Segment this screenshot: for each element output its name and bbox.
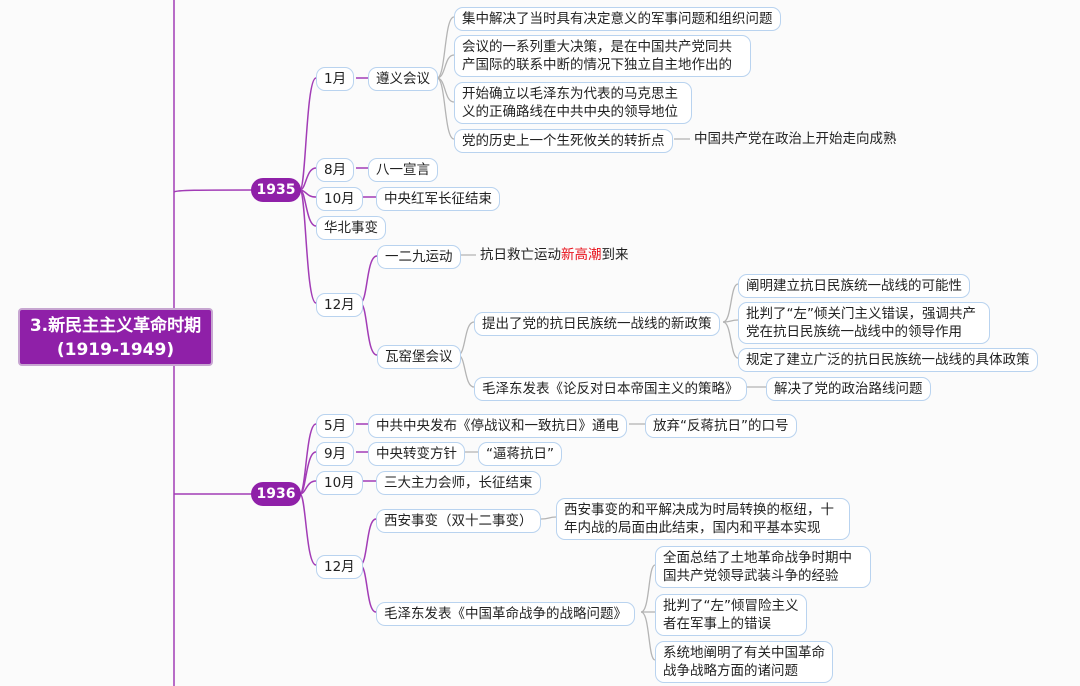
event-strategy-essay[interactable]: 毛泽东发表《中国革命战争的战略问题》	[376, 602, 635, 626]
xian-result[interactable]: 西安事变的和平解决成为时局转换的枢纽，十年内战的局面由此结束，国内和平基本实现	[556, 498, 850, 540]
dec9-result-highlight: 新高潮	[561, 247, 602, 263]
event-long-march-end[interactable]: 中央红军长征结束	[376, 187, 500, 211]
year-1935[interactable]: 1935	[251, 178, 301, 202]
event-aug1-declaration[interactable]: 八一宣言	[368, 158, 438, 182]
zunyi-point-2[interactable]: 会议的一系列重大决策，是在中国共产党同共产国际的联系中断的情况下独立自主地作出的	[454, 35, 751, 77]
dec9-result[interactable]: 抗日救亡运动新高潮到来	[478, 246, 631, 264]
main-branches	[173, 0, 378, 686]
event-dec9-movement[interactable]: 一二九运动	[377, 245, 461, 269]
zunyi-point-1[interactable]: 集中解决了当时具有决定意义的军事问题和组织问题	[454, 7, 781, 31]
dec9-result-pre: 抗日救亡运动	[480, 247, 561, 263]
essay-result[interactable]: 解决了党的政治路线问题	[766, 377, 931, 401]
policy-point-2[interactable]: 批判了“左”倾关门主义错误，强调共产党在抗日民族统一战线中的领导作用	[738, 302, 990, 344]
dec9-result-post: 到来	[601, 247, 629, 263]
month-1935-aug[interactable]: 8月	[316, 158, 355, 182]
wayaobao-essay[interactable]: 毛泽东发表《论反对日本帝国主义的策略》	[474, 377, 747, 401]
policy-point-1[interactable]: 阐明建立抗日民族统一战线的可能性	[738, 274, 970, 298]
policy-point-3[interactable]: 规定了建立广泛的抗日民族统一战线的具体政策	[738, 348, 1038, 372]
event-policy-shift[interactable]: 中央转变方针	[368, 442, 465, 466]
policy-shift-result[interactable]: “逼蒋抗日”	[478, 442, 562, 466]
event-three-armies-meet[interactable]: 三大主力会师，长征结束	[376, 471, 541, 495]
ceasefire-result[interactable]: 放弃“反蒋抗日”的口号	[645, 414, 797, 438]
root-period: (1919-1949)	[56, 340, 175, 360]
month-1935-jan[interactable]: 1月	[316, 67, 355, 91]
event-zunyi-meeting[interactable]: 遵义会议	[368, 67, 438, 91]
month-1936-sep[interactable]: 9月	[316, 442, 355, 466]
event-ceasefire-telegram[interactable]: 中共中央发布《停战议和一致抗日》通电	[368, 414, 627, 438]
month-1936-may[interactable]: 5月	[316, 414, 355, 438]
month-1935-dec[interactable]: 12月	[316, 293, 363, 317]
month-1936-dec[interactable]: 12月	[316, 555, 363, 579]
event-wayaobao-meeting[interactable]: 瓦窑堡会议	[377, 345, 461, 369]
event-huabei-incident[interactable]: 华北事变	[316, 216, 386, 240]
root-title: 3.新民主主义革命时期	[29, 316, 202, 336]
root-topic[interactable]: 3.新民主主义革命时期 (1919-1949)	[18, 308, 213, 366]
zunyi-point-4[interactable]: 党的历史上一个生死攸关的转折点	[454, 129, 673, 153]
strategy-point-1[interactable]: 全面总结了土地革命战争时期中国共产党领导武装斗争的经验	[655, 546, 871, 588]
zunyi-point-3[interactable]: 开始确立以毛泽东为代表的马克思主义的正确路线在中共中央的领导地位	[454, 82, 692, 124]
strategy-point-3[interactable]: 系统地阐明了有关中国革命战争战略方面的诸问题	[655, 641, 833, 683]
strategy-point-2[interactable]: 批判了“左”倾冒险主义者在军事上的错误	[655, 594, 807, 636]
wayaobao-policy[interactable]: 提出了党的抗日民族统一战线的新政策	[474, 312, 720, 336]
month-1936-oct[interactable]: 10月	[316, 471, 363, 495]
year-1936[interactable]: 1936	[251, 482, 301, 506]
event-xian-incident[interactable]: 西安事变（双十二事变）	[376, 509, 541, 533]
month-1935-oct[interactable]: 10月	[316, 187, 363, 211]
turning-point-note[interactable]: 中国共产党在政治上开始走向成熟	[694, 131, 897, 147]
